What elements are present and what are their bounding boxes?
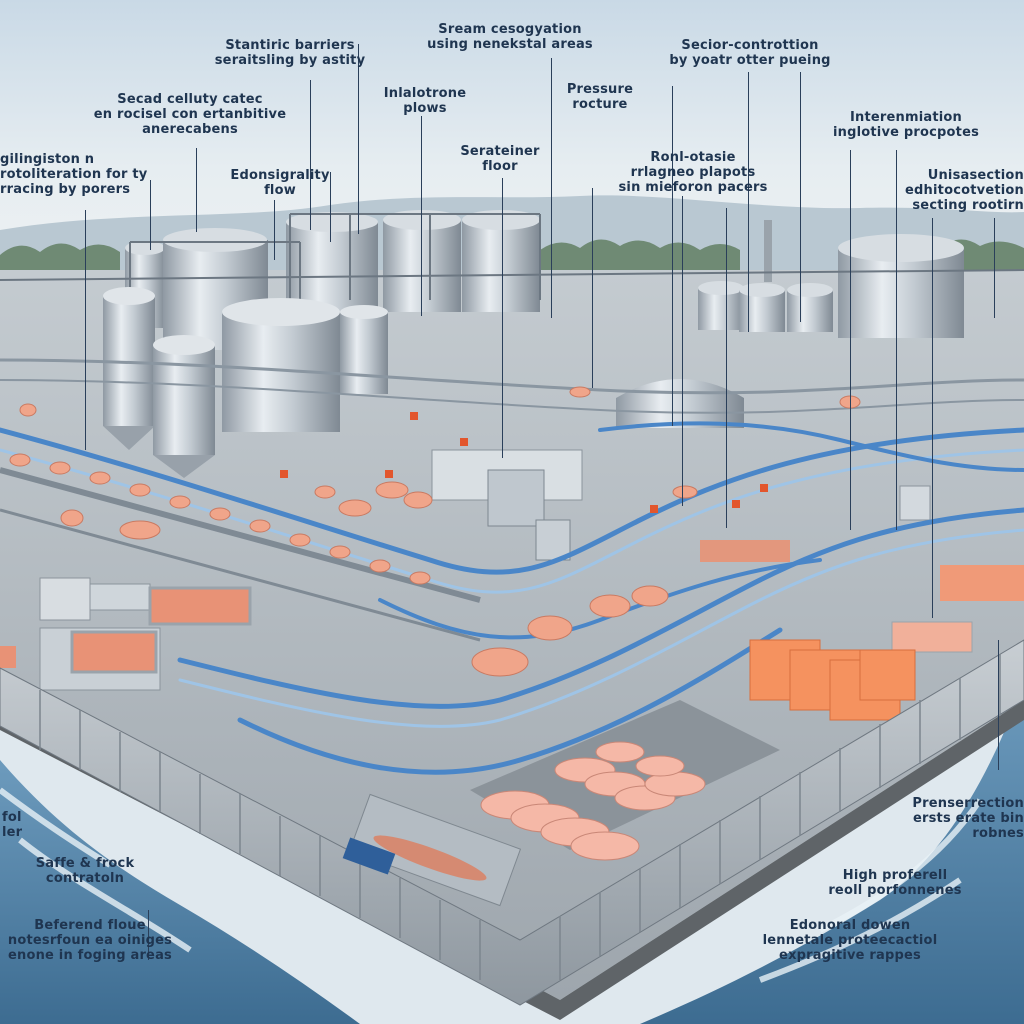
- callout-label: gilingiston n rotoliteration for ty rrac…: [0, 152, 170, 197]
- pipe-network: [0, 358, 1024, 775]
- leader-line: [672, 86, 673, 426]
- callout-line: gilingiston n: [0, 152, 95, 167]
- callout-label: fol ler: [2, 810, 42, 840]
- callout-line: expragitive rappes: [779, 948, 921, 963]
- callout-line: lennetale proteecactiol: [762, 933, 938, 948]
- callout-label: Beferend floue notesrfoun ea oiniges eno…: [0, 918, 180, 963]
- callout-line: rotoliteration for ty: [0, 167, 148, 182]
- callout-line: edhitocotvetion: [905, 183, 1024, 198]
- callout-line: Secad celluty catec: [117, 92, 263, 107]
- callout-line: Edonoral dowen: [789, 918, 911, 933]
- callout-line: secting rootirn: [912, 198, 1024, 213]
- leader-line: [150, 180, 151, 250]
- leader-line: [800, 72, 801, 322]
- callout-label: Saffe & frock contratoln: [10, 856, 160, 886]
- callout-line: inglotive procpotes: [832, 125, 980, 140]
- callout-line: Serateiner: [460, 144, 540, 159]
- perimeter-fence: [0, 639, 1024, 1006]
- meat-trays: [0, 540, 1024, 721]
- leader-line: [502, 178, 503, 458]
- callout-line: Saffe & frock: [35, 856, 135, 871]
- callout-line: High proferell: [842, 868, 948, 883]
- callout-line: Pressure: [566, 82, 634, 97]
- orange-indicators: [280, 412, 768, 513]
- leader-line: [994, 218, 995, 318]
- leader-line: [592, 188, 593, 388]
- leader-line: [196, 148, 197, 232]
- callout-line: enone in foging areas: [8, 948, 172, 963]
- callout-line: Prenserrection: [912, 796, 1024, 811]
- callout-line: ersts erate bin: [912, 811, 1024, 826]
- callout-line: sin mieforon pacers: [618, 180, 768, 195]
- callout-label: Secad celluty catec en rocisel con ertan…: [70, 92, 310, 137]
- leader-line: [551, 58, 552, 318]
- callout-line: notesrfoun ea oiniges: [7, 933, 173, 948]
- callout-line: robnes: [972, 826, 1024, 841]
- leader-line: [682, 196, 683, 506]
- leader-line: [85, 210, 86, 450]
- callout-line: Unisasection: [927, 168, 1024, 183]
- callout-label: Edonsigrality flow: [215, 168, 345, 198]
- callout-line: seraitsling by astity: [214, 53, 366, 68]
- callout-label: Edonoral dowen lennetale proteecactiol e…: [730, 918, 970, 963]
- leader-line: [748, 72, 749, 332]
- leader-line: [850, 150, 851, 530]
- callout-label: Serateiner floor: [445, 144, 555, 174]
- callout-line: Beferend floue: [34, 918, 146, 933]
- callout-label: Prenserrection ersts erate bin robnes: [864, 796, 1024, 841]
- callout-line: Sream cesogyation: [438, 22, 582, 37]
- callout-label: Unisasection edhitocotvetion secting roo…: [864, 168, 1024, 213]
- leader-line: [274, 200, 275, 260]
- meat-block-stack: [749, 639, 916, 721]
- leader-line: [330, 172, 331, 242]
- callout-label: Ronl-otasie rrlagneo plapots sin mieforo…: [598, 150, 788, 195]
- callout-line: plows: [403, 101, 447, 116]
- callout-line: fol: [2, 810, 22, 825]
- callout-line: en rocisel con ertanbitive: [93, 107, 287, 122]
- callout-line: rrlagneo plapots: [630, 165, 756, 180]
- callout-line: Edonsigrality: [230, 168, 330, 183]
- callout-line: ler: [2, 825, 23, 840]
- conveyors: [0, 467, 481, 642]
- callout-line: anerecabens: [142, 122, 238, 137]
- water-foam: [0, 787, 983, 983]
- callout-line: flow: [264, 183, 296, 198]
- water-right: [640, 680, 1024, 1024]
- callout-line: Interenmiation: [849, 110, 963, 125]
- callout-line: Inlalotrone: [383, 86, 467, 101]
- leader-line: [421, 116, 422, 316]
- leader-line: [358, 44, 359, 234]
- leader-line: [896, 150, 897, 530]
- water-left: [0, 760, 360, 1024]
- callout-line: reoll porfonnenes: [828, 883, 962, 898]
- callout-label: Pressure rocture: [550, 82, 650, 112]
- callout-label: Sream cesogyation using nenekstal areas: [400, 22, 620, 52]
- callout-label: High proferell reoll porfonnenes: [810, 868, 980, 898]
- callout-line: rocture: [572, 97, 628, 112]
- callout-line: Secior-controttion: [681, 38, 819, 53]
- leader-line: [148, 910, 149, 960]
- callout-label: Stantiric barriers seraitsling by astity: [180, 38, 400, 68]
- callout-label: Interenmiation inglotive procpotes: [806, 110, 1006, 140]
- callout-line: by yoatr otter pueing: [669, 53, 831, 68]
- callout-label: Inlalotrone plows: [370, 86, 480, 116]
- callout-line: floor: [482, 159, 518, 174]
- leader-line: [310, 80, 311, 230]
- leader-line: [932, 218, 933, 618]
- callout-line: Stantiric barriers: [225, 38, 355, 53]
- leader-line: [726, 208, 727, 528]
- callout-line: contratoln: [45, 871, 125, 886]
- callout-line: Ronl-otasie: [650, 150, 736, 165]
- leader-line: [998, 640, 999, 770]
- callout-line: rracing by porers: [0, 182, 131, 197]
- callout-line: using nenekstal areas: [427, 37, 593, 52]
- callout-label: Secior-controttion by yoatr otter pueing: [640, 38, 860, 68]
- carcass-pen: [348, 700, 780, 907]
